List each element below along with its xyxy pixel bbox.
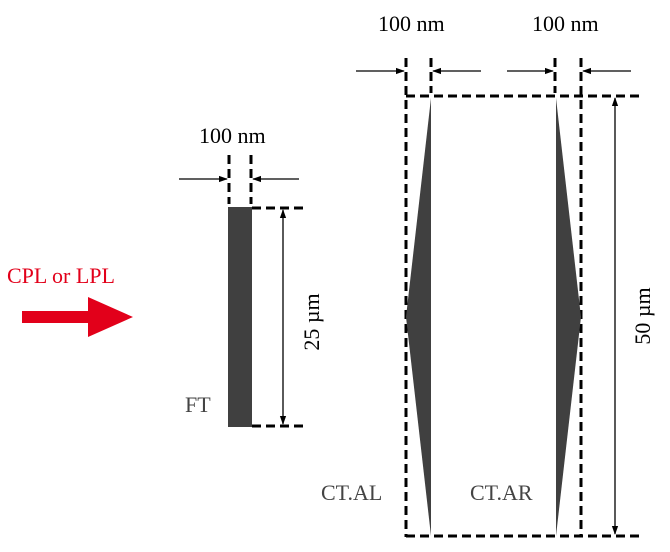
ctar-structure bbox=[556, 98, 581, 536]
ft-structure bbox=[227, 155, 304, 428]
ctar-name-label: CT.AR bbox=[470, 480, 533, 505]
ctal-width-label: 100 nm bbox=[378, 11, 445, 36]
ctal-structure bbox=[406, 98, 431, 536]
incident-light-label: CPL or LPL bbox=[7, 263, 115, 288]
ctar-width-label: 100 nm bbox=[532, 11, 599, 36]
ft-width-label: 100 nm bbox=[199, 123, 266, 148]
ctal-name-label: CT.AL bbox=[321, 480, 382, 505]
ct-length-label: 50 µm bbox=[630, 287, 655, 344]
ft-length-label: 25 µm bbox=[299, 293, 324, 350]
ft-bar bbox=[228, 207, 252, 427]
incident-light-arrow bbox=[22, 297, 133, 337]
ct-frame bbox=[404, 58, 640, 538]
ft-name-label: FT bbox=[185, 392, 211, 417]
